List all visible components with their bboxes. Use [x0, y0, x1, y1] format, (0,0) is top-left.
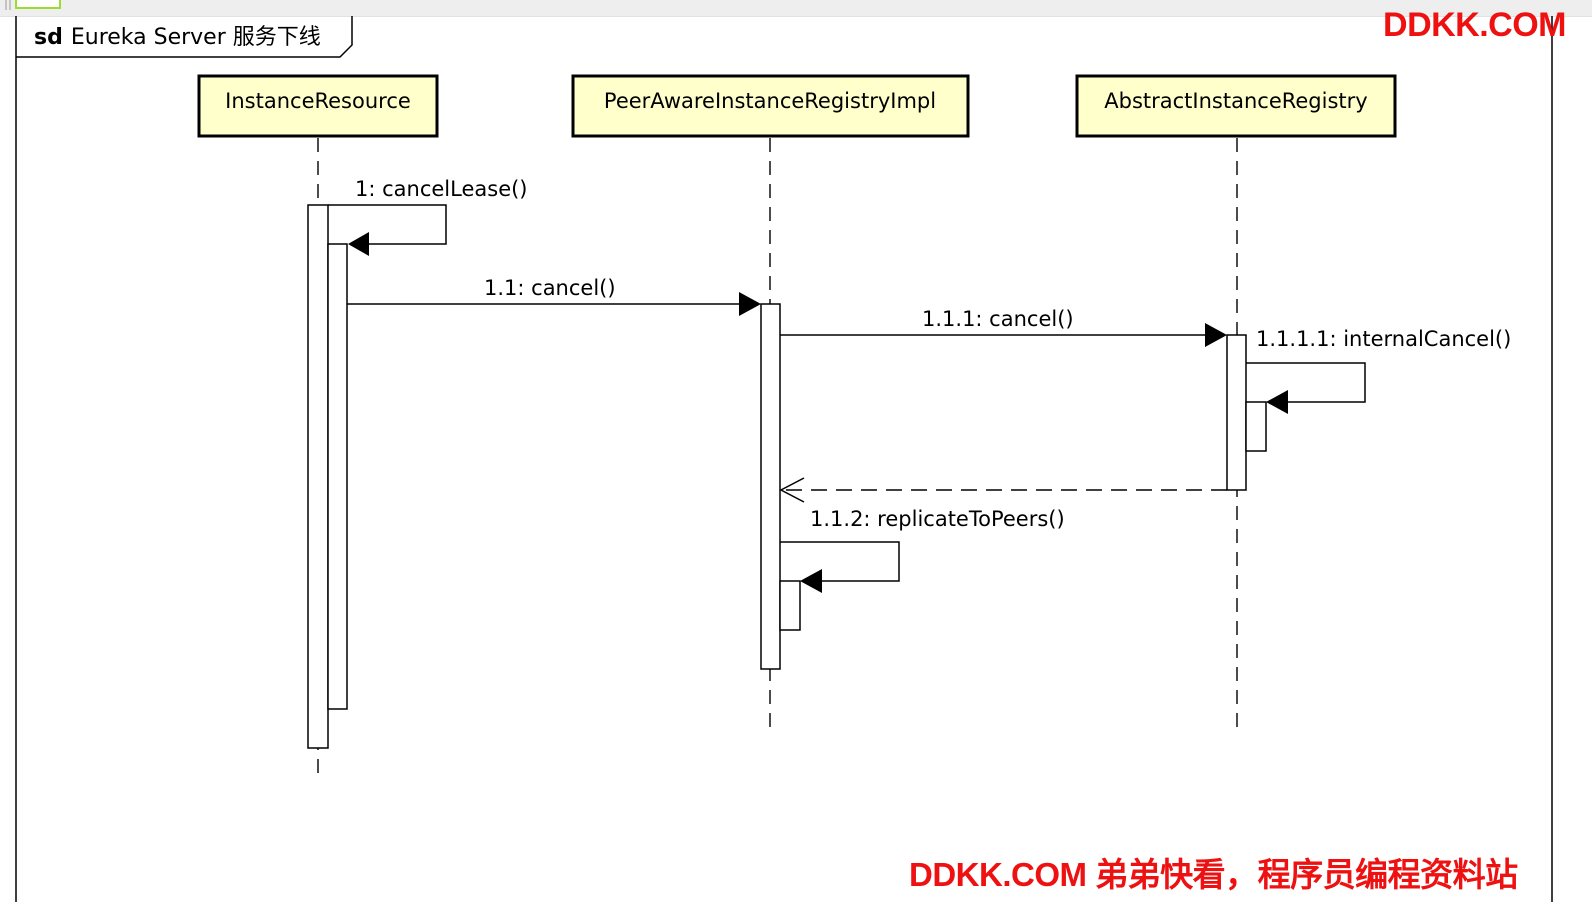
filled-arrowhead-icon	[739, 292, 761, 316]
open-arrowhead-icon	[779, 477, 805, 503]
message-cancel-lease[interactable]: 1: cancelLease()	[328, 177, 528, 256]
filled-arrowhead-icon	[1205, 323, 1227, 347]
frame-keyword: sd	[34, 25, 63, 50]
lifeline-head-instance-resource[interactable]: InstanceResource	[197, 74, 439, 138]
message-cancel[interactable]: 1.1: cancel()	[347, 276, 761, 316]
activation-bar-peer-aware	[760, 303, 781, 670]
message-label: 1: cancelLease()	[355, 177, 528, 201]
activation-bar-instance-resource	[307, 204, 329, 749]
frame-border	[15, 16, 1553, 902]
lifeline-head-abstract-registry[interactable]: AbstractInstanceRegistry	[1075, 74, 1397, 138]
message-registry-cancel[interactable]: 1.1.1: cancel()	[780, 307, 1227, 347]
activation-bar-internal-cancel	[1245, 401, 1267, 452]
lifeline-head-peer-aware[interactable]: PeerAwareInstanceRegistryImpl	[571, 74, 970, 138]
filled-arrowhead-icon	[800, 569, 822, 593]
message-label: 1.1.1.1: internalCancel()	[1256, 327, 1511, 351]
message-replicate-to-peers[interactable]: 1.1.2: replicateToPeers()	[780, 507, 1065, 593]
frame-name: Eureka Server 服务下线	[71, 25, 321, 50]
toolbar-tab-icon[interactable]	[15, 0, 61, 9]
activation-bar-abstract-registry	[1226, 334, 1247, 491]
lifeline-label: InstanceResource	[225, 89, 411, 113]
toolbar-strip	[0, 0, 1592, 17]
activation-bar-cancel-lease	[327, 243, 348, 710]
watermark-top: DDKK.COM	[1383, 6, 1566, 44]
lifeline-label: AbstractInstanceRegistry	[1104, 89, 1367, 113]
watermark-bottom: DDKK.COM 弟弟快看，程序员编程资料站	[909, 856, 1518, 893]
lifeline-label: PeerAwareInstanceRegistryImpl	[604, 89, 936, 113]
frame-tab	[16, 16, 353, 58]
message-label: 1.1: cancel()	[484, 276, 616, 300]
message-internal-cancel[interactable]: 1.1.1.1: internalCancel()	[1246, 327, 1511, 414]
filled-arrowhead-icon	[348, 232, 369, 256]
activation-bar-replicate-to-peers	[779, 580, 801, 631]
message-label: 1.1.2: replicateToPeers()	[810, 507, 1065, 531]
filled-arrowhead-icon	[1266, 390, 1288, 414]
frame-title: sd Eureka Server 服务下线	[34, 25, 321, 50]
message-label: 1.1.1: cancel()	[922, 307, 1074, 331]
message-return[interactable]	[779, 477, 1227, 503]
